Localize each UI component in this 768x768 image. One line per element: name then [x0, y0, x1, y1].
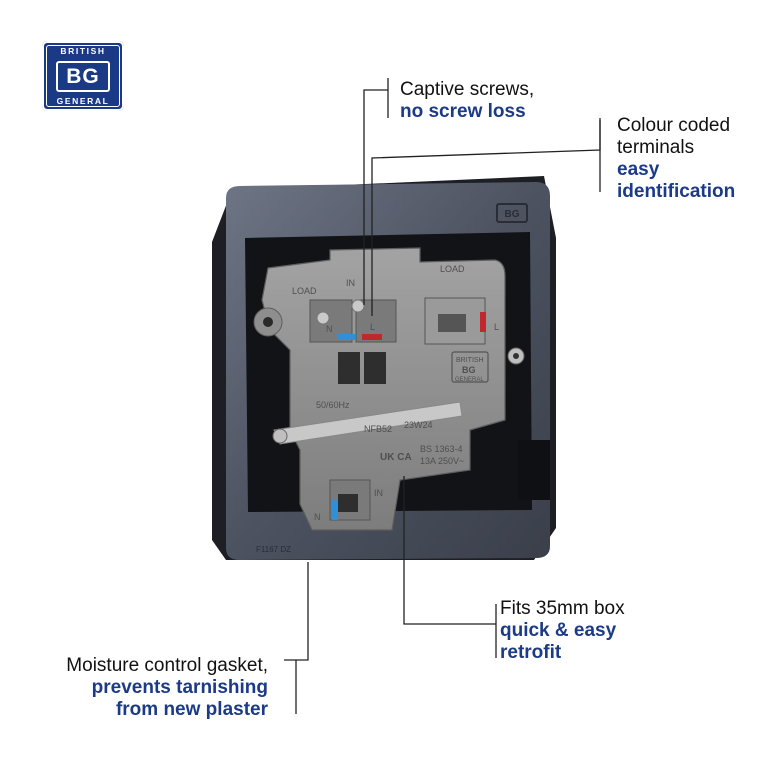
label-brand-small-bottom: GENERAL [455, 377, 484, 383]
label-frequency: 50/60Hz [316, 400, 350, 410]
terminal-opening [338, 352, 360, 384]
label-brand-small-top: BRITISH [456, 357, 484, 364]
label-in-bottom: IN [374, 488, 383, 498]
callout-gasket-emphasis1: prevents tarnishing [91, 677, 268, 698]
callout-fits-box: Fits 35mm box quick & easy retrofit [500, 598, 625, 664]
callout-terminals-emphasis1: easy [617, 159, 660, 180]
label-l-top: L [370, 322, 375, 332]
svg-text:BG: BG [505, 209, 520, 220]
callout-gasket-emphasis2: from new plaster [115, 699, 268, 720]
callout-captive-screws: Captive screws, no screw loss [400, 79, 534, 123]
label-model: NFB52 [364, 424, 392, 434]
logo-border [46, 45, 120, 107]
callout-box-emphasis2: retrofit [500, 642, 562, 663]
logo-mark: BG [56, 61, 110, 92]
callout-terminals-line2: terminals [617, 137, 695, 158]
live-marker-right [480, 312, 486, 332]
label-n-top: N [326, 324, 333, 334]
callout-screws-emphasis: no screw loss [400, 101, 526, 122]
callout-screws-text: Captive screws, [400, 79, 535, 100]
logo-top-text: BRITISH [60, 46, 106, 56]
callout-box-emphasis1: quick & easy [500, 620, 617, 641]
housing-brand [451, 351, 489, 383]
label-standard: BS 1363-4 [420, 444, 463, 454]
neutral-marker-bottom [332, 500, 338, 520]
label-ukca: UK CA [380, 452, 412, 463]
label-n-bottom: N [314, 512, 321, 522]
label-rating: 13A 250V~ [420, 456, 464, 466]
callout-terminals-line1: Colour coded [617, 115, 731, 136]
captive-screw [316, 311, 330, 325]
label-load-left: LOAD [292, 286, 317, 296]
label-plate-code: F1167 DZ [256, 545, 291, 554]
side-latch [518, 440, 550, 500]
box-leader [403, 476, 496, 625]
plate-logo-stamp [496, 203, 528, 223]
callout-colour-coded-terminals: Colour coded terminals easy identificati… [617, 115, 735, 203]
callout-moisture-gasket: Moisture control gasket, prevents tarnis… [40, 655, 268, 721]
screws-leader [363, 89, 388, 300]
logo-bottom-text: GENERAL [56, 96, 110, 106]
label-l-right: L [494, 322, 499, 332]
neutral-marker [337, 334, 355, 340]
terminal-opening [364, 352, 386, 384]
captive-screw [351, 299, 365, 313]
live-marker [362, 334, 382, 340]
label-code: 23W24 [404, 420, 433, 430]
terminals-leader [371, 120, 601, 316]
label-brand-small-mark: BG [462, 365, 476, 375]
callout-box-line1: Fits 35mm box [500, 598, 625, 619]
callout-gasket-line1: Moisture control gasket, [66, 655, 268, 676]
gasket-leader [284, 562, 309, 661]
label-load-right: LOAD [440, 264, 465, 274]
callout-terminals-emphasis2: identification [617, 181, 736, 202]
british-general-logo: BRITISH BG GENERAL [42, 41, 124, 111]
label-in-top: IN [346, 278, 355, 288]
